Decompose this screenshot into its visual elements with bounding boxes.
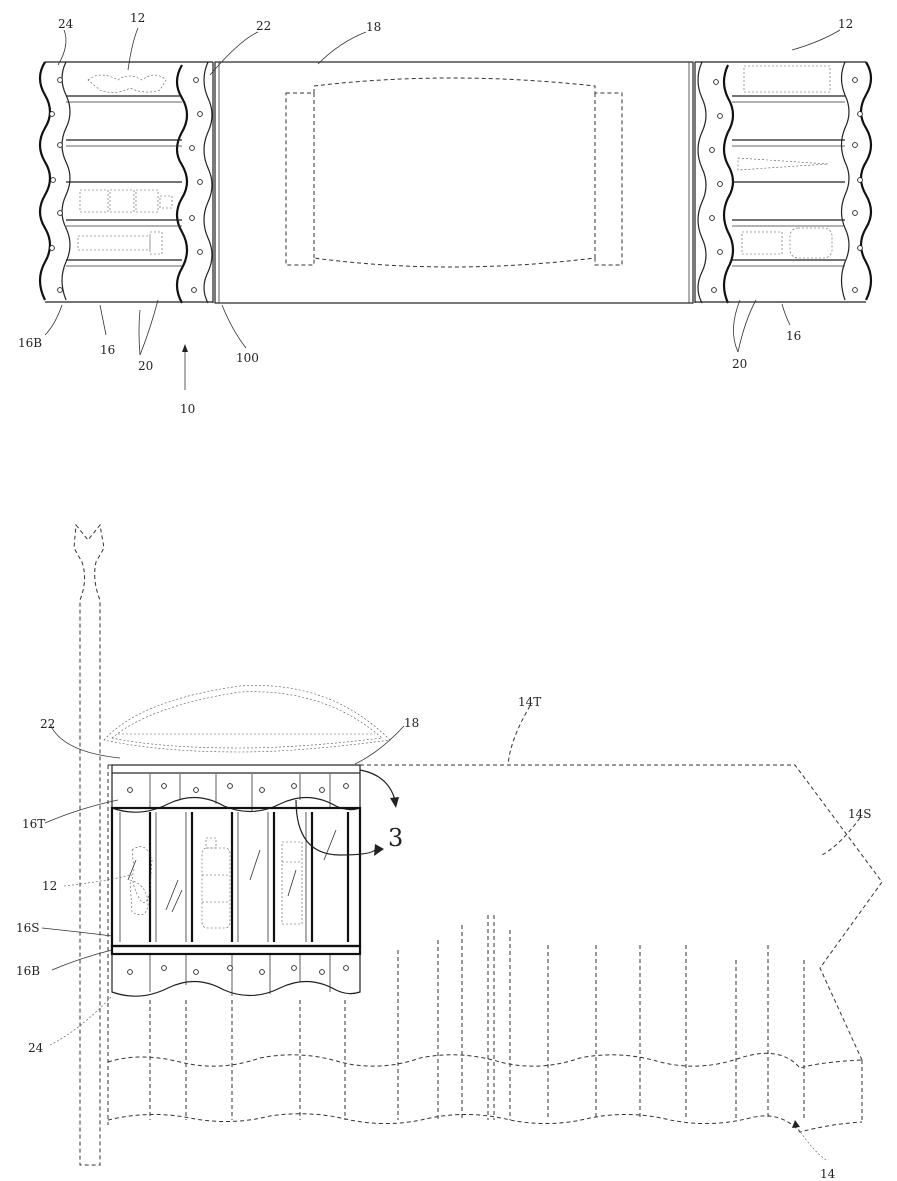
label-18-bottom: 18 (404, 716, 419, 730)
right-pocket-block (694, 61, 873, 304)
label-16B-top: 16B (18, 336, 42, 350)
label-16T: 16T (22, 817, 45, 831)
pillow (103, 685, 391, 753)
top-leader-lines (44, 27, 841, 390)
label-16-right: 16 (786, 329, 801, 343)
label-20-right: 20 (732, 357, 747, 371)
detail-3-callout (295, 769, 399, 856)
label-22-bottom: 22 (40, 717, 55, 731)
label-22-left: 22 (256, 19, 271, 33)
label-20-left: 20 (138, 359, 153, 373)
label-10: 10 (180, 402, 195, 416)
label-3: 3 (388, 824, 403, 852)
label-12-bottom: 12 (42, 879, 57, 893)
label-12-right: 12 (838, 17, 853, 31)
label-14: 14 (820, 1167, 836, 1181)
label-24-top: 24 (58, 17, 74, 31)
top-figure: 24 12 22 18 12 16B 16 20 100 10 20 16 (18, 11, 873, 416)
left-pocket-block (38, 61, 214, 304)
label-24-bottom: 24 (28, 1041, 44, 1055)
bottom-leader-lines (41, 705, 861, 1161)
center-panel (214, 61, 694, 304)
label-16-left: 16 (100, 343, 115, 357)
mattress (107, 764, 883, 1133)
organizer-front (110, 764, 362, 997)
label-14T: 14T (518, 695, 541, 709)
label-16B-bottom: 16B (16, 964, 40, 978)
label-12-left: 12 (130, 11, 145, 25)
label-16S: 16S (16, 921, 40, 935)
label-100: 100 (236, 351, 259, 365)
label-14S: 14S (848, 807, 872, 821)
bed-post (73, 523, 105, 1166)
label-18-top: 18 (366, 20, 381, 34)
bottom-figure: 22 18 14T 16T 14S 3 12 16S 16B 24 14 (16, 523, 883, 1181)
